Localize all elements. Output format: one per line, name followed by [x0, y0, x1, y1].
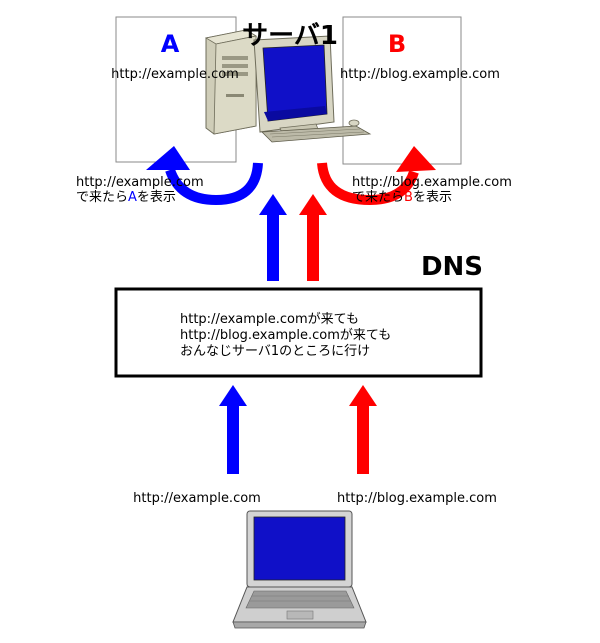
site-b-letter: B — [388, 30, 406, 58]
arrow-up-icon — [259, 194, 287, 281]
arrow-up-icon — [299, 194, 327, 281]
client-url-a: http://example.com — [133, 491, 261, 506]
laptop-icon — [232, 510, 367, 629]
arrow-up-icon — [219, 385, 247, 474]
curved-arrow-b-icon — [317, 146, 436, 206]
site-b-url: http://blog.example.com — [340, 67, 500, 82]
dns-line-2: http://blog.example.comが来ても — [180, 328, 391, 343]
note-a-line1: http://example.com — [76, 175, 204, 190]
curved-arrow-a-icon — [146, 146, 263, 206]
dns-line-1: http://example.comが来ても — [180, 312, 359, 327]
site-a-url: http://example.com — [111, 67, 239, 82]
site-a-letter: A — [161, 30, 180, 58]
dns-box — [114, 287, 483, 378]
server-title: サーバ1 — [242, 21, 338, 51]
arrow-up-icon — [349, 385, 377, 474]
note-b-line2: で来たらBを表示 — [352, 190, 452, 205]
note-a-line2: で来たらAを表示 — [76, 190, 176, 205]
client-url-b: http://blog.example.com — [337, 491, 497, 506]
dns-title: DNS — [421, 252, 483, 282]
note-b-line1: http://blog.example.com — [352, 175, 512, 190]
dns-line-3: おんなじサーバ1のところに行け — [180, 344, 370, 359]
desktop-computer-icon — [204, 29, 372, 143]
